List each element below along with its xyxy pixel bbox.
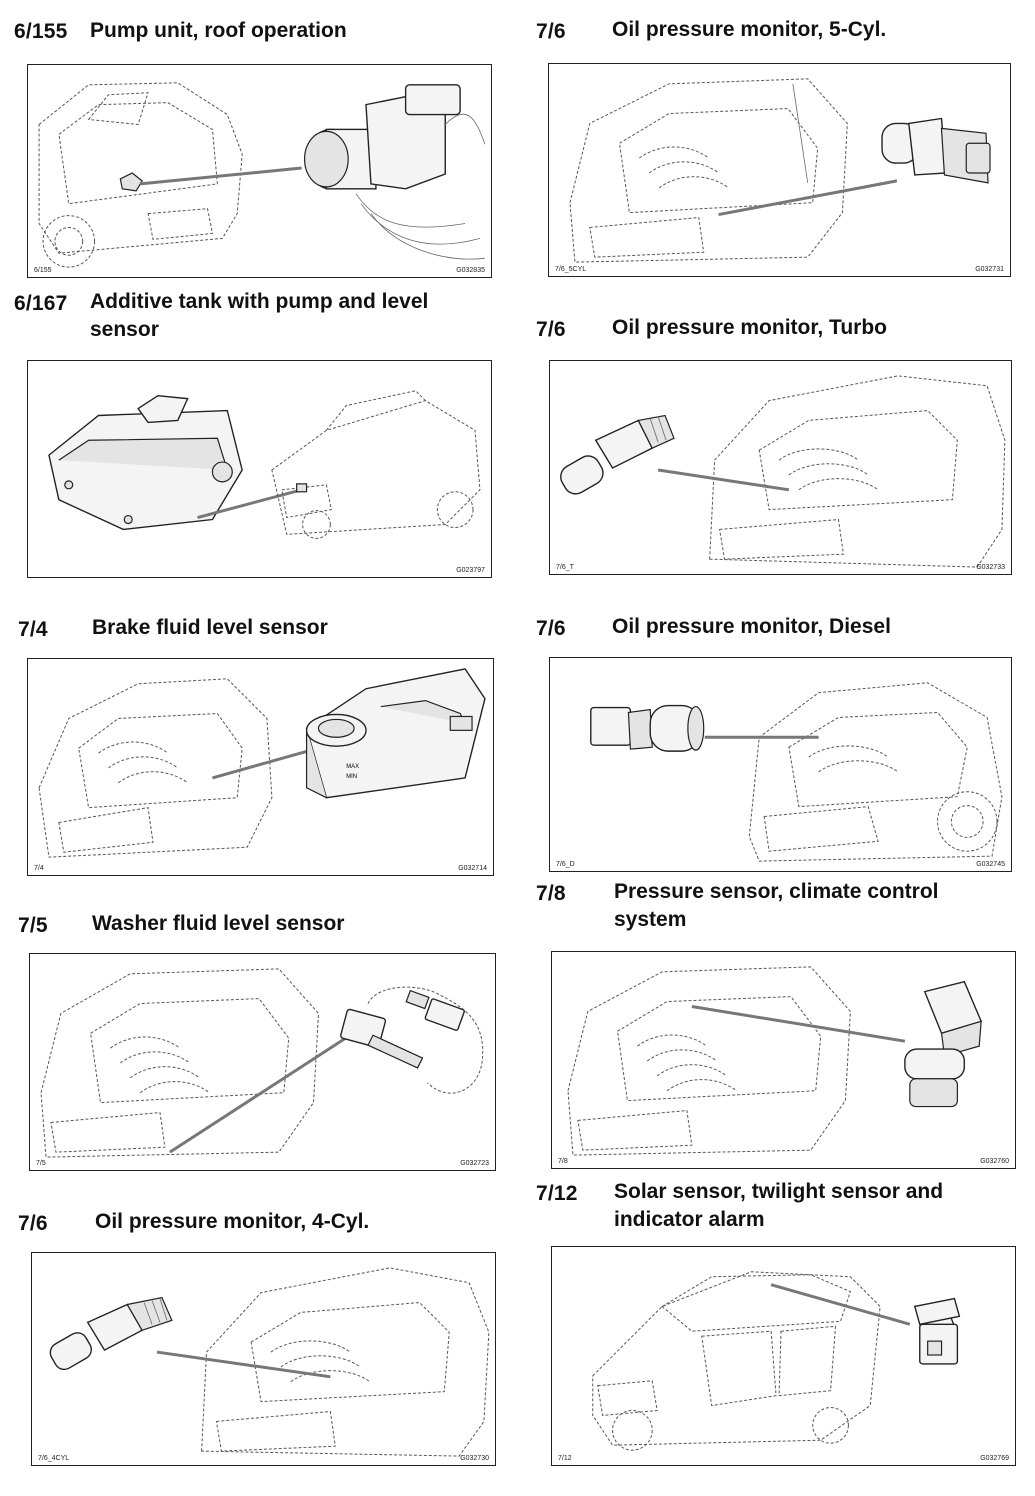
entry-title: Additive tank with pump and level sensor (90, 290, 429, 341)
illustration-oil-pressure-5cyl: 7/6_5CYL G032731 (548, 63, 1011, 277)
illustration-washer-fluid-sensor: 7/5 G032723 (29, 953, 496, 1171)
entry-title: Washer fluid level sensor (92, 912, 345, 935)
pump-unit-drawing (38, 82, 486, 268)
figure-ref: 7/12 (558, 1455, 572, 1462)
entry-title: Oil pressure monitor, Turbo (612, 316, 887, 339)
figure-number: G032835 (456, 267, 485, 274)
entry-code: 7/5 (18, 914, 48, 937)
entry-code: 7/12 (536, 1182, 578, 1205)
entry-code: 7/6 (536, 617, 566, 640)
illustration-oil-pressure-diesel: 7/6_D G032745 (549, 657, 1012, 872)
entry-title: Oil pressure monitor, Diesel (612, 615, 891, 638)
entry-code: 7/8 (536, 882, 566, 905)
solar-sensor-drawing (592, 1271, 961, 1451)
figure-number: G032730 (460, 1455, 489, 1462)
entry-title: Solar sensor, twilight sensor and indica… (614, 1180, 944, 1231)
climate-pressure-sensor-drawing (567, 966, 983, 1156)
figure-number: G023797 (456, 567, 485, 574)
entry-title: Brake fluid level sensor (92, 616, 328, 639)
figure-number: G032714 (458, 865, 487, 872)
oil-pressure-diesel-drawing (590, 682, 1003, 862)
illustration-brake-fluid-sensor: MAX MIN 7/4 G032714 (27, 658, 494, 876)
entry-code: 7/6 (18, 1212, 48, 1235)
figure-number: G032760 (980, 1158, 1009, 1165)
figure-number: G032769 (980, 1455, 1009, 1462)
entry-code: 7/4 (18, 618, 48, 641)
oil-pressure-4cyl-drawing (49, 1267, 490, 1457)
entry-title: Oil pressure monitor, 5-Cyl. (612, 18, 887, 41)
figure-ref: 7/8 (558, 1158, 568, 1165)
entry-code: 6/155 (14, 20, 68, 43)
additive-tank-drawing (48, 390, 481, 539)
illustration-climate-pressure-sensor: 7/8 G032760 (551, 951, 1016, 1169)
figure-number: G032745 (976, 861, 1005, 868)
figure-ref: 7/6_D (556, 861, 575, 868)
washer-fluid-sensor-drawing (40, 968, 484, 1158)
figure-ref: 7/6_5CYL (555, 266, 587, 273)
entry-code: 6/167 (14, 292, 68, 315)
figure-ref: 6/155 (34, 267, 52, 274)
figure-number: G032731 (975, 266, 1004, 273)
figure-ref: 7/4 (34, 865, 44, 872)
brake-fluid-sensor-drawing: MAX MIN (38, 668, 486, 858)
entry-title: Pressure sensor, climate control system (614, 880, 939, 931)
illustration-additive-tank: G023797 (27, 360, 492, 578)
illustration-pump-unit: 6/155 G032835 (27, 64, 492, 278)
illustration-oil-pressure-4cyl: 7/6_4CYL G032730 (31, 1252, 496, 1466)
min-mark: MIN (346, 774, 357, 780)
max-mark: MAX (346, 764, 359, 770)
figure-ref: 7/6_4CYL (38, 1455, 70, 1462)
illustration-solar-sensor: 7/12 G032769 (551, 1246, 1016, 1466)
figure-number: G032723 (460, 1160, 489, 1167)
oil-pressure-turbo-drawing (560, 375, 1006, 568)
entry-title: Oil pressure monitor, 4-Cyl. (95, 1210, 370, 1233)
entry-code: 7/6 (536, 318, 566, 341)
figure-ref: 7/6_T (556, 564, 574, 571)
oil-pressure-5cyl-drawing (569, 78, 991, 263)
entry-code: 7/6 (536, 20, 566, 43)
figure-number: G032733 (976, 564, 1005, 571)
entry-title: Pump unit, roof operation (90, 19, 347, 42)
illustration-oil-pressure-turbo: 7/6_T G032733 (549, 360, 1012, 575)
figure-ref: 7/5 (36, 1160, 46, 1167)
